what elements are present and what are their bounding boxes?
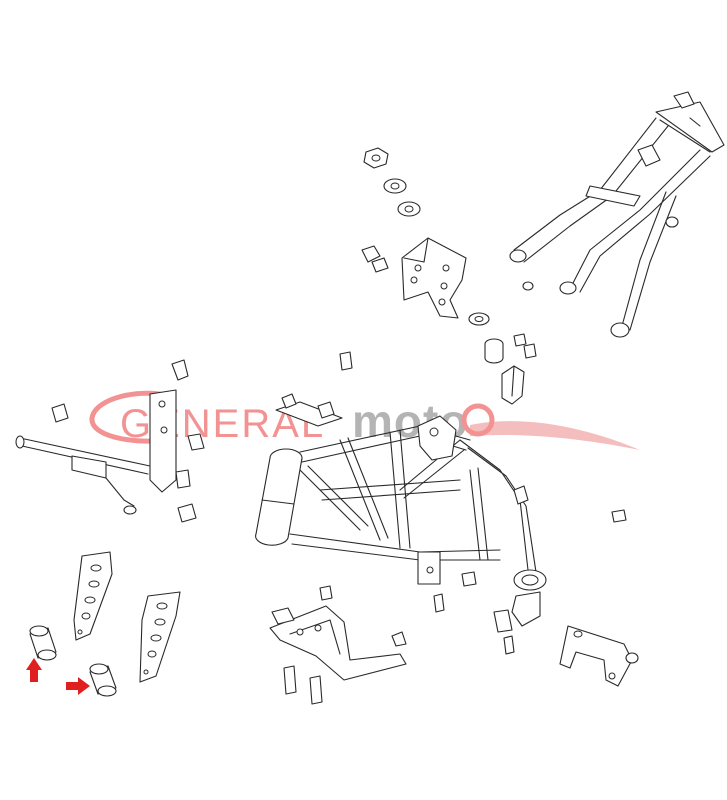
main-trellis-frame: [255, 393, 547, 633]
watermark-dot-ring: [461, 403, 495, 437]
watermark-g-arc: [89, 390, 171, 444]
engine-bracket: [361, 237, 490, 326]
frame-bolts: [319, 585, 515, 655]
rear-link-bracket: [559, 625, 639, 687]
engine-support-plate: [269, 605, 407, 705]
indicator-arrow-up: [26, 658, 42, 682]
nut-washer-stack: [363, 147, 421, 217]
footrest-hanger-right: [139, 591, 181, 683]
watermark-swoosh: [470, 421, 640, 450]
bushing-left[interactable]: [29, 625, 57, 661]
rear-subframe: [509, 91, 725, 338]
spacer-and-bolts: [339, 333, 627, 523]
indicator-arrow-right: [66, 677, 90, 695]
bushing-right[interactable]: [89, 663, 117, 697]
left-footpeg-bracket: [15, 359, 205, 523]
footrest-hanger-left: [73, 551, 113, 641]
